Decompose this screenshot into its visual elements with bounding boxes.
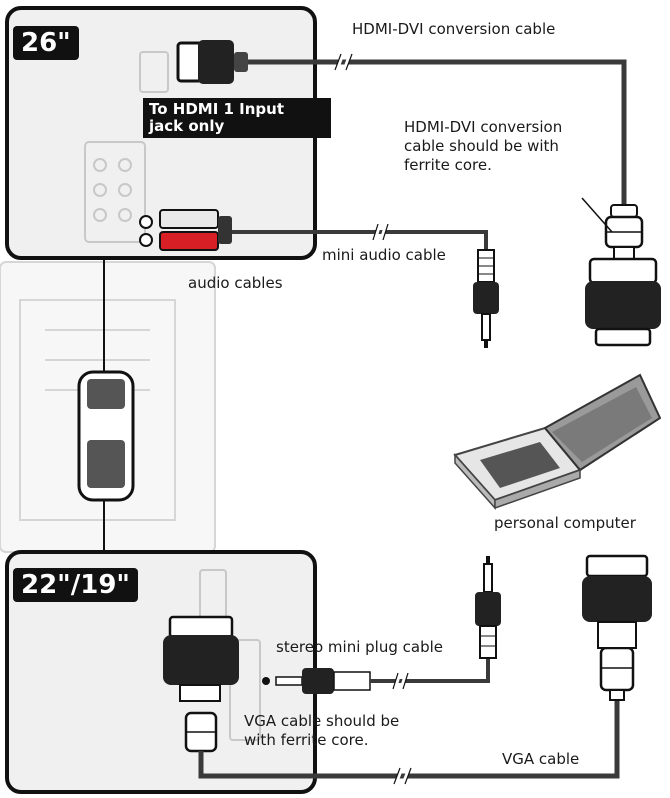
ferrite-pointer-line	[581, 197, 613, 233]
vga-cable-label: VGA cable	[502, 750, 580, 768]
hdmi-input-note: To HDMI 1 Input jack only	[143, 98, 331, 138]
hdmi-dvi-ferrite-line-2: cable should be with	[404, 137, 559, 155]
hdmi-dvi-cable-line	[248, 59, 627, 205]
vga-ferrite-label: VGA cable should be with ferrite core.	[244, 712, 444, 750]
dvi-connector	[585, 257, 661, 347]
hdmi-dvi-ferrite-label: HDMI-DVI conversion cable should be with…	[404, 118, 634, 175]
vga-cable-line	[198, 700, 620, 779]
vga-ferrite-line-1: VGA cable should be	[244, 712, 400, 730]
stereo-mini-plug-pc	[475, 556, 501, 659]
mini-audio-cable-label: mini audio cable	[322, 246, 446, 264]
hdmi-dvi-ferrite-line-3: ferrite core.	[404, 156, 492, 174]
mini-audio-cable-line	[232, 230, 488, 250]
vga-connector-tv	[163, 615, 239, 702]
hdmi-note-line-2: jack only	[149, 117, 225, 135]
hdmi-dvi-ferrite-core	[604, 204, 644, 260]
hdmi-dvi-cable-label: HDMI-DVI conversion cable	[352, 20, 556, 38]
laptop-illustration	[453, 373, 662, 510]
hdmi-cable-break-mark	[335, 53, 352, 71]
size-badge-26: 26"	[13, 26, 79, 60]
audio-cable-break-mark	[372, 223, 389, 241]
mini-audio-plug-top	[473, 249, 499, 348]
rca-audio-plugs	[139, 209, 232, 251]
hdmi-plug	[176, 40, 248, 84]
vga-cable-break-mark	[393, 767, 412, 785]
stereo-mini-plug-cable-label: stereo mini plug cable	[276, 638, 443, 656]
hdmi-note-line-1: To HDMI 1 Input	[149, 100, 285, 118]
stereo-cable-break-mark	[392, 672, 409, 690]
stand-holder	[77, 370, 135, 502]
size-badge-22-19: 22"/19"	[13, 568, 138, 602]
vga-ferrite-core-pc	[599, 646, 635, 701]
stereo-mini-plug-cable-line	[370, 658, 490, 683]
vga-ferrite-core-tv	[184, 711, 218, 753]
audio-cables-label: audio cables	[188, 274, 283, 292]
vga-connector-pc	[582, 554, 652, 649]
personal-computer-label: personal computer	[494, 514, 636, 532]
vga-ferrite-line-2: with ferrite core.	[244, 731, 369, 749]
stereo-mini-plug-tv	[262, 668, 371, 694]
hdmi-dvi-ferrite-line-1: HDMI-DVI conversion	[404, 118, 563, 136]
hdmi-cable-break-outline	[334, 53, 353, 71]
bottom-tv-panel	[5, 550, 371, 794]
